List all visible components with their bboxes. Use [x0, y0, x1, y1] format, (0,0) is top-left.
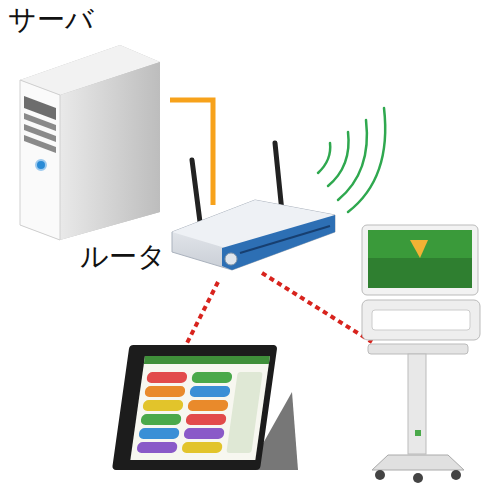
cable-line: [170, 100, 213, 205]
router-node: ルータ: [80, 205, 340, 278]
server-node: サーバ: [5, 4, 170, 240]
cart-illustration: [362, 225, 480, 483]
server-illustration: [20, 45, 160, 240]
wireless-link: [186, 273, 372, 345]
router-illustration: [172, 143, 335, 270]
tablet-illustration: [112, 345, 298, 470]
wifi-waves: [318, 108, 385, 212]
cable-connector: [170, 100, 213, 205]
node-label: サーバ: [8, 4, 94, 36]
node-label: ルータ: [80, 241, 166, 273]
